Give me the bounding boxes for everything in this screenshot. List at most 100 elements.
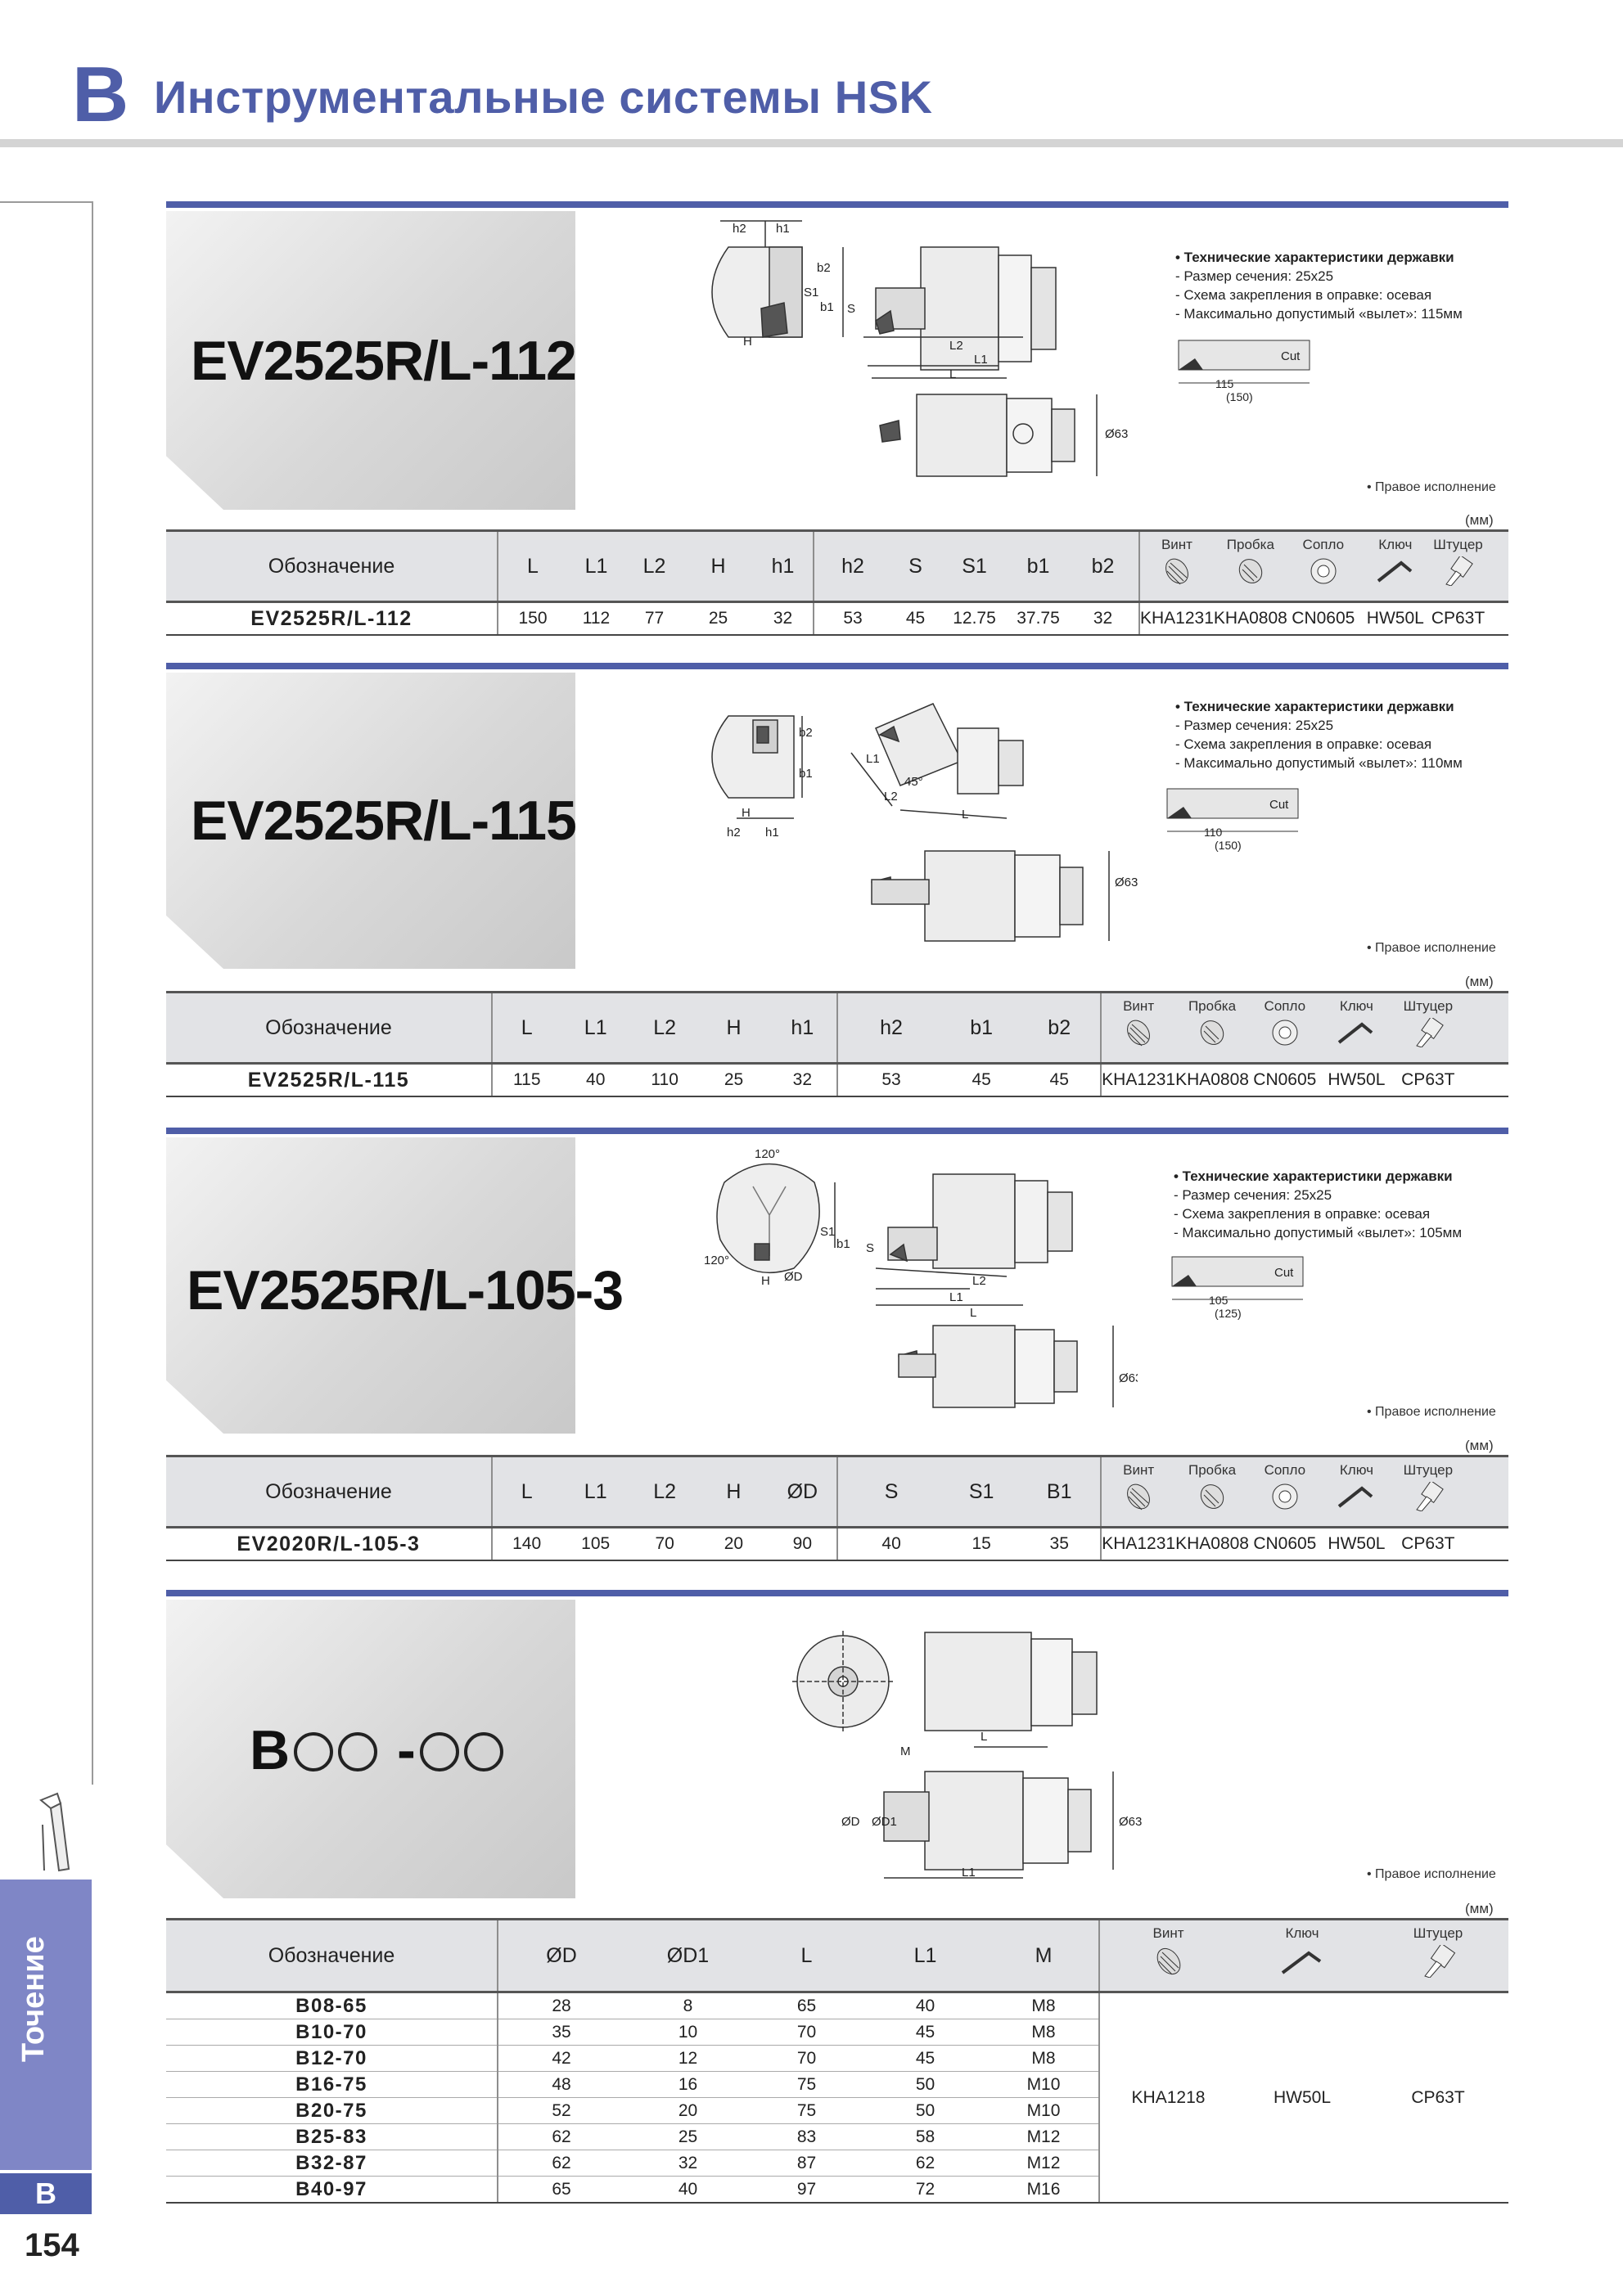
table-row: B32-87 62 32 87 62 M12 — [166, 2150, 1508, 2177]
value-cell: 45 — [944, 1063, 1019, 1097]
designation-cell: B25-83 — [166, 2123, 498, 2150]
value-cell: 10 — [624, 2019, 751, 2046]
col-header: S — [836, 1455, 944, 1528]
designation-cell: B08-65 — [166, 1992, 498, 2019]
value-cell: 62 — [497, 2123, 624, 2150]
col-header: L — [751, 1918, 862, 1993]
value-cell: 42 — [497, 2045, 624, 2072]
rail-tab[interactable] — [0, 1880, 92, 2170]
header-rule — [0, 139, 1623, 147]
accessory-cell: HW50L — [1320, 1527, 1393, 1561]
screw-icon — [1165, 558, 1188, 585]
acc-header-plug: Пробка — [1175, 1455, 1249, 1528]
accessory-cell: HW50L — [1237, 1992, 1368, 2204]
col-designation: Обозначение — [166, 1918, 498, 1993]
fitting-icon — [1424, 1945, 1456, 1978]
accessory-cell: CP63T — [1368, 1992, 1508, 2204]
dim-s1: S1 — [804, 286, 818, 299]
holder-inset: Cut 115 (150) — [1178, 340, 1310, 403]
acc-label: Штуцер — [1413, 1925, 1463, 1941]
acc-header-key: Ключ — [1320, 991, 1393, 1065]
value-cell: 112 — [567, 601, 625, 636]
accessory-cell: KHA0808 — [1213, 601, 1287, 636]
value-cell: 12 — [624, 2045, 751, 2072]
dim-angle: 120° — [755, 1147, 780, 1161]
col-header: H — [699, 991, 769, 1065]
right-hand-note: • Правое исполнение — [1367, 941, 1496, 955]
section-bar — [166, 663, 1508, 669]
value-cell: 105 — [561, 1527, 630, 1561]
screw-icon — [1127, 1483, 1151, 1510]
dim-b2: b2 — [799, 726, 813, 740]
spec-line: - Максимально допустимый «вылет»: 110мм — [1175, 755, 1463, 771]
holder-inset: Cut 110 (150) — [1166, 788, 1299, 852]
section-panel — [166, 1600, 575, 1898]
holder-inset: Cut 105 (125) — [1171, 1256, 1304, 1320]
dim-d63: Ø63 — [1119, 1371, 1138, 1385]
accessory-cell: CP63T — [1431, 601, 1485, 636]
accessory-cell: CN0605 — [1248, 1063, 1321, 1097]
acc-header-fitting: Штуцер — [1392, 1455, 1464, 1528]
value-cell: M16 — [989, 2176, 1099, 2204]
accessory-cell: CN0605 — [1287, 601, 1359, 636]
dim-l: L — [949, 367, 956, 381]
value-cell: 53 — [813, 601, 891, 636]
page-number: 154 — [25, 2227, 79, 2263]
col-header: ØD — [768, 1455, 838, 1528]
dim-b1: b1 — [820, 300, 834, 314]
spec-line: - Размер сечения: 25x25 — [1174, 1187, 1332, 1203]
section-bar — [166, 201, 1508, 208]
col-header: L2 — [625, 529, 683, 603]
product-name: EV2525R/L-112 — [191, 330, 577, 392]
units-label: (мм) — [1465, 1901, 1494, 1916]
dim-od1: ØD1 — [872, 1815, 897, 1829]
value-cell: 32 — [753, 601, 814, 636]
dim-m: M — [900, 1745, 911, 1758]
value-cell: 32 — [1067, 601, 1139, 636]
inset-dim: 115 — [1215, 377, 1234, 390]
value-cell: 70 — [751, 2019, 862, 2046]
table-row: B25-83 62 25 83 58 M12 — [166, 2123, 1508, 2150]
acc-label: Сопло — [1264, 1462, 1306, 1478]
accessory-cell: HW50L — [1320, 1063, 1393, 1097]
section-panel — [166, 211, 575, 510]
designation-cell: B16-75 — [166, 2071, 498, 2098]
value-cell: 70 — [629, 1527, 700, 1561]
fitting-icon — [1416, 1482, 1444, 1511]
value-cell: 72 — [862, 2176, 989, 2204]
table-row: B40-97 65 40 97 72 M16 — [166, 2176, 1508, 2204]
value-cell: 35 — [1018, 1527, 1102, 1561]
inset-dim: 105 — [1209, 1294, 1229, 1307]
designation-cell: EV2525R/L-115 — [166, 1063, 492, 1097]
value-cell: 20 — [699, 1527, 769, 1561]
units-label: (мм) — [1465, 1438, 1494, 1453]
accessory-cell: CN0605 — [1249, 1527, 1321, 1561]
dim-l: L — [970, 1306, 976, 1320]
plug-icon — [1200, 1020, 1224, 1045]
acc-label: Ключ — [1285, 1925, 1319, 1941]
col-header: L — [497, 529, 567, 603]
bore-table: Обозначение ØD ØD1 L L1 M Винт Ключ Штуц… — [166, 1918, 1508, 2204]
spec-line: - Размер сечения: 25x25 — [1175, 268, 1334, 284]
dim-d63: Ø63 — [1115, 876, 1138, 889]
designation-cell: B12-70 — [166, 2045, 498, 2072]
dim-od: ØD — [784, 1270, 803, 1284]
value-cell: 65 — [497, 2176, 624, 2204]
designation-cell: EV2525R/L-112 — [166, 601, 498, 636]
dim-h2: h2 — [733, 222, 746, 236]
dim-l: L — [981, 1730, 987, 1744]
value-cell: M12 — [989, 2150, 1099, 2177]
col-header: S1 — [940, 529, 1009, 603]
value-cell: 97 — [751, 2176, 862, 2204]
value-cell: 52 — [497, 2097, 624, 2124]
placeholder-circles — [294, 1732, 378, 1772]
acc-header-fitting: Штуцер — [1431, 529, 1485, 603]
value-cell: 32 — [768, 1063, 838, 1097]
accessory-cell: CP63T — [1392, 1063, 1464, 1097]
accessory-cell: KHA1218 — [1098, 1992, 1237, 2204]
acc-header-screw: Винт — [1098, 1918, 1237, 1993]
section-letter: B — [72, 51, 129, 138]
value-cell: M8 — [989, 1992, 1099, 2019]
value-cell: 62 — [497, 2150, 624, 2177]
rail-tab-label: Точение — [16, 1936, 51, 2062]
